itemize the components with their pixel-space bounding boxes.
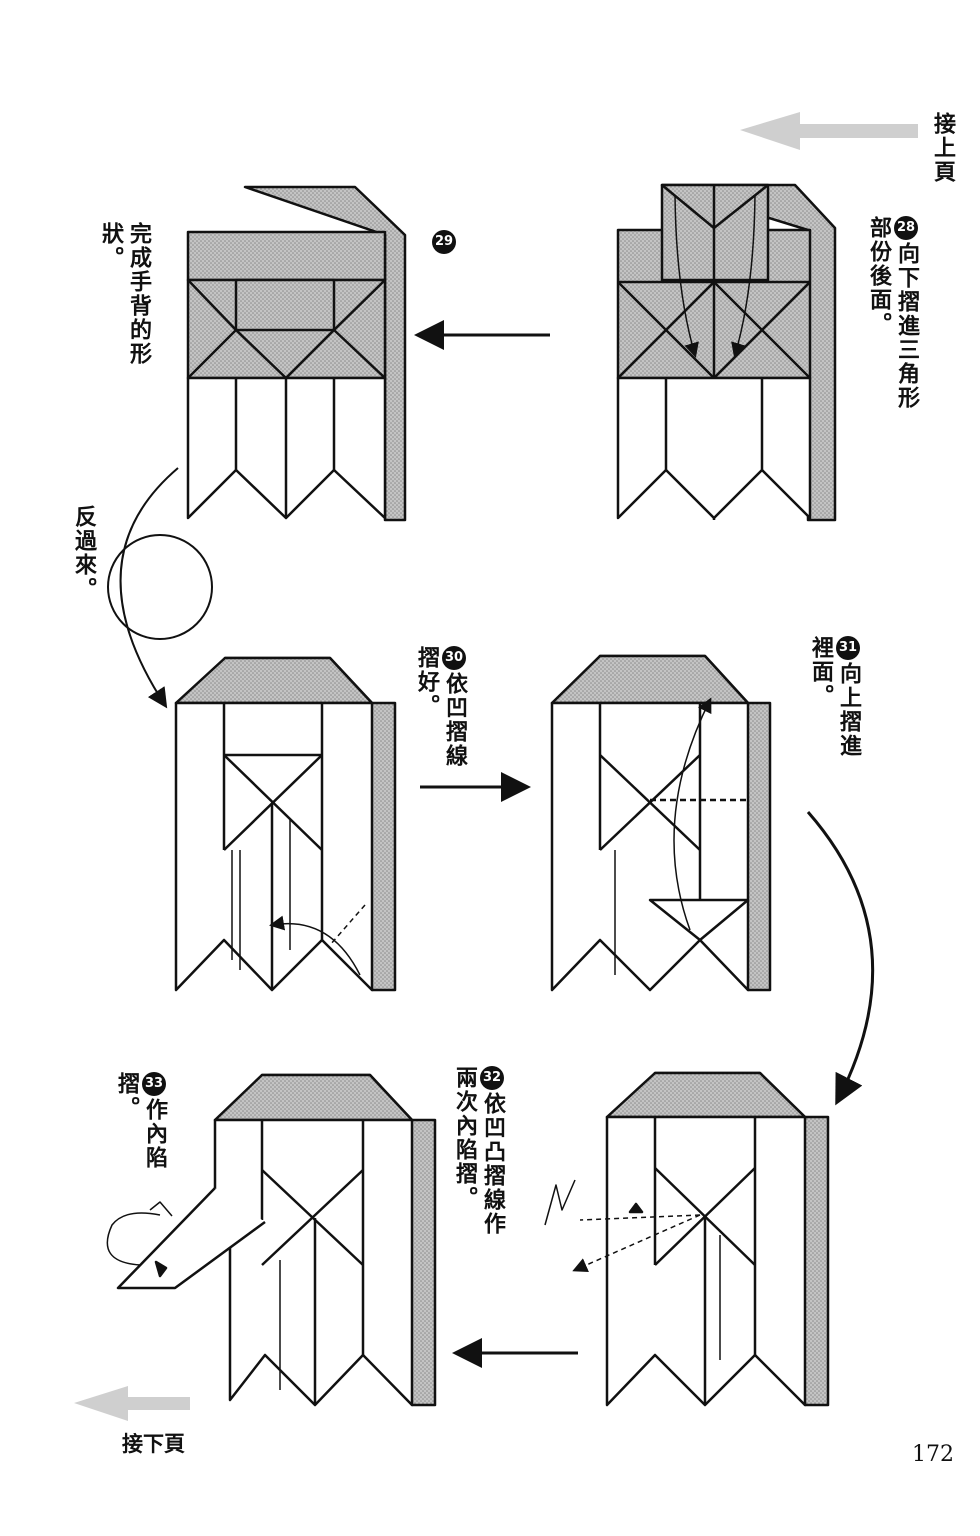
step-33-figure <box>106 1073 437 1407</box>
continued-to-arrow-icon <box>74 1386 190 1421</box>
turn-over-circle-icon <box>107 534 213 640</box>
step-28-number-badge: 28 <box>894 216 918 240</box>
step-29-number-badge: 29 <box>432 230 456 254</box>
step-30-figure <box>174 656 397 992</box>
step-31-figure <box>550 654 772 992</box>
step-31-number-badge: 31 <box>836 636 860 660</box>
step-30-number-badge: 30 <box>442 646 466 670</box>
step-32-text: 依凹凸摺線作兩次內陷摺。 <box>452 1066 505 1236</box>
step-32-figure <box>544 1071 830 1407</box>
arrow-31-to-32-icon <box>806 811 875 1106</box>
page-number: 172 <box>912 1442 954 1467</box>
step-30-text: 依凹摺線摺好。 <box>414 646 467 768</box>
step-28-caption: 28向下摺進三角形部份後面。 <box>864 216 920 416</box>
step-28-figure <box>616 183 837 522</box>
step-29-caption: 29 <box>430 230 458 256</box>
step-32-number-badge: 32 <box>480 1066 504 1090</box>
step-31-caption: 31向上摺進裡面。 <box>806 636 862 776</box>
step-33-text: 作內陷摺。 <box>114 1072 167 1170</box>
continued-to-label: 接下頁 <box>122 1432 185 1456</box>
continued-from-arrow-icon <box>740 112 918 150</box>
step-28-text: 向下摺進三角形部份後面。 <box>866 216 919 410</box>
finished-shape-note: 完成手背的形狀。 <box>98 222 151 366</box>
turn-over-arrow-icon <box>119 467 179 709</box>
turn-over-note: 反過來。 <box>71 505 96 601</box>
step-33-number-badge: 33 <box>142 1072 166 1096</box>
step-32-caption: 32依凹凸摺線作兩次內陷摺。 <box>450 1066 506 1236</box>
step-31-text: 向上摺進裡面。 <box>808 636 861 758</box>
continued-from-label: 接上頁 <box>930 112 955 184</box>
step-29-figure <box>186 185 407 522</box>
step-30-caption: 30依凹摺線摺好。 <box>412 646 468 786</box>
step-33-caption: 33作內陷摺。 <box>112 1072 168 1182</box>
